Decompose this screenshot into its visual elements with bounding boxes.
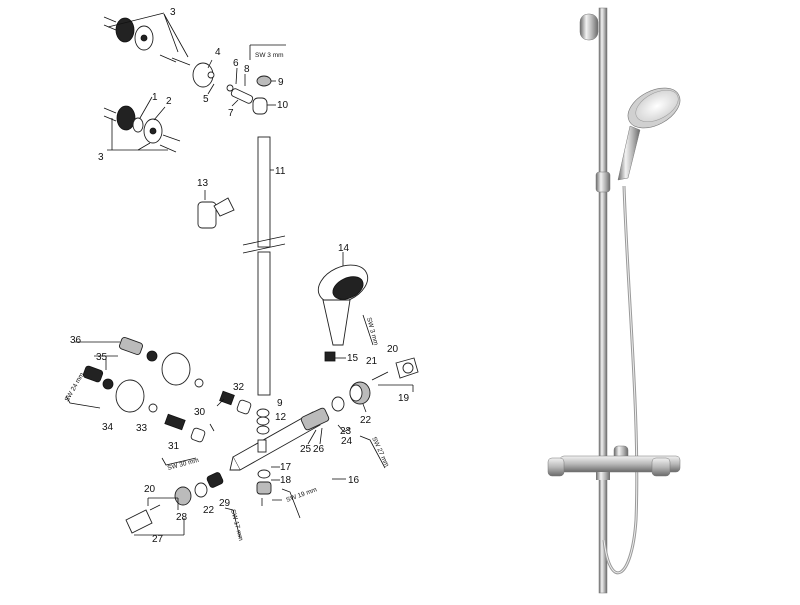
part-label: 31 [168,441,180,452]
product-photo [547,7,681,594]
hose-photo [602,185,639,575]
part-label: 26 [313,444,325,455]
part-label: 19 [398,393,410,404]
part-label: 3 [98,152,104,163]
thermostat-body-drawing [229,407,330,471]
shower-hose-drawing [262,371,346,583]
part-label: 17 [280,462,292,473]
part-label: 30 [194,407,206,418]
tool-label: SW 30 mm [167,457,200,472]
part-label: 22 [360,415,372,426]
part-number-labels: 1 2 3 3 4 5 6 7 8 9 10 11 12 13 14 15 16… [70,7,410,545]
part-label: 27 [152,534,164,545]
part-label: 29 [219,498,231,509]
part-label: 23 [340,426,352,437]
part-label: 32 [233,382,245,393]
hand-shower-drawing [317,252,369,362]
part-label: 3 [170,7,176,18]
right-side-fittings [331,314,419,433]
tool-label: SW 27 mm [370,436,390,468]
part-label: 11 [275,166,286,177]
part-label: 15 [347,353,359,364]
part-label: 20 [144,484,156,495]
part-label: 20 [387,344,399,355]
part-label: 25 [300,444,312,455]
end-cap-icon [125,509,153,534]
wrench-icon [359,435,386,469]
wall-bracket-top [579,13,599,41]
tool-label: SW 19 mm [285,486,318,504]
part-label: 28 [176,512,188,523]
tool-label: SW 3 mm [255,52,284,59]
wrench-icons [65,395,386,539]
part-label: 35 [96,352,108,363]
part-label: 5 [203,94,209,105]
part-label: 8 [244,64,250,75]
part-label: 9 [278,77,284,88]
part-label: 4 [215,47,221,58]
tool-label: SW 24 mm [64,372,86,403]
thermostat-photo [547,445,681,480]
part-label: 13 [197,178,209,189]
upper-wall-bracket-assembly [103,12,286,153]
part-label: 12 [275,412,287,423]
flow-knob [651,457,671,477]
part-label: 10 [277,100,289,111]
tool-label: SW 17 mm [229,509,244,542]
temperature-knob [547,457,565,477]
part-label: 21 [366,356,378,367]
part-label: 33 [136,423,148,434]
bottom-left-fittings [125,472,224,536]
part-label: 24 [341,436,353,447]
part-label: 36 [70,335,82,346]
part-label: 34 [102,422,114,433]
bracket-plate-icon [115,17,135,43]
wrench-icon [281,488,301,519]
hand-shower-photo [617,87,681,181]
wall-rosette-icon [115,379,145,413]
part-label: 2 [166,96,172,107]
handshower-holder-drawing [197,190,235,229]
wall-rosette-icon [161,352,191,386]
wrench-icon [161,457,197,466]
part-label: 22 [203,505,215,516]
part-label: 7 [228,108,234,119]
wrench-icon [65,395,101,409]
part-label: 18 [280,475,292,486]
left-connection-fittings [75,336,252,443]
wrench-icon [224,507,241,539]
riser-rail [598,7,608,594]
lower-small-parts [256,466,282,506]
part-label: 9 [277,398,283,409]
part-label: 6 [233,58,239,69]
part-label: 1 [152,92,158,103]
slider [595,171,611,193]
part-label: 16 [348,475,360,486]
tool-label: SW 3 mm [365,317,379,346]
part-label: 14 [338,243,350,254]
shower-rail-drawing [242,136,286,396]
